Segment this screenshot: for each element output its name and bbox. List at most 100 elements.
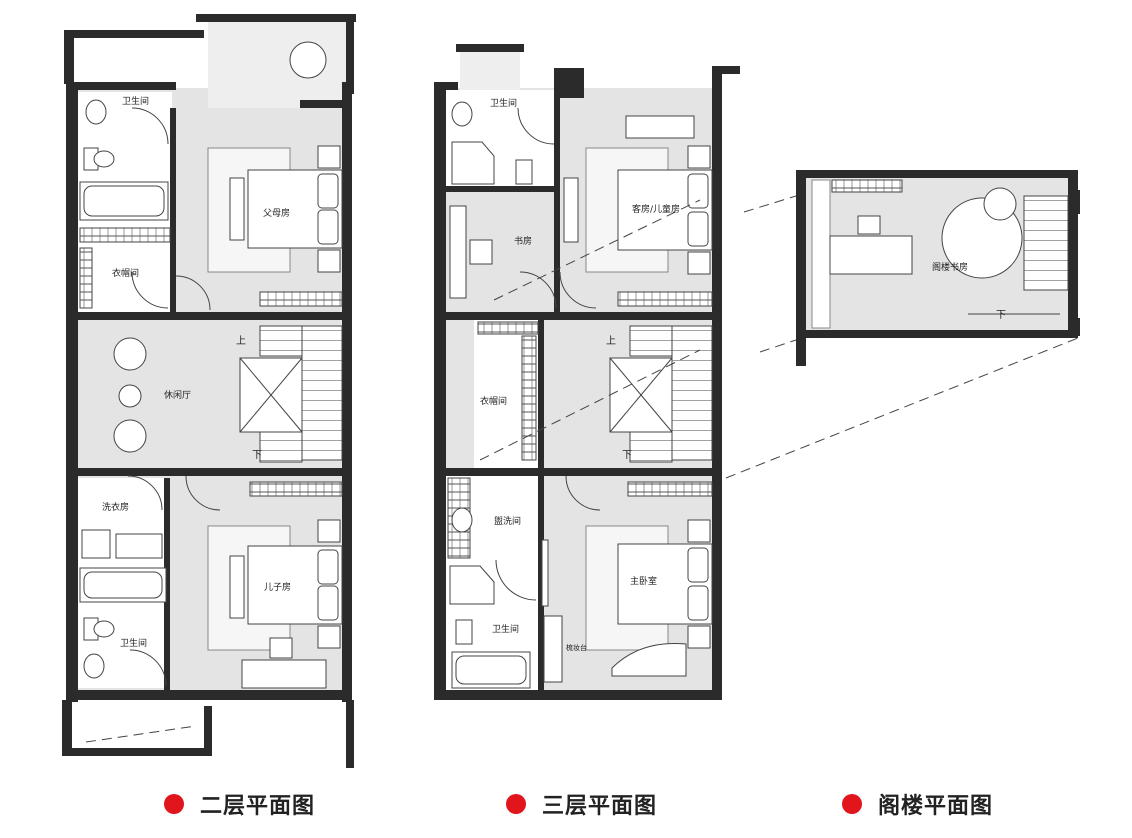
caption-text: 三层平面图 xyxy=(542,794,658,819)
second-floor-plan: 卫生间 父母房 衣帽间 休闲厅 洗衣房 儿子房 卫生间 上 下 xyxy=(62,14,356,768)
room-label-bathroom: 卫生间 xyxy=(490,97,517,109)
pillow xyxy=(687,585,709,621)
caption-text: 阁楼平面图 xyxy=(878,794,994,819)
stair-down-label: 下 xyxy=(622,450,632,461)
wall xyxy=(66,82,78,702)
wall xyxy=(434,82,446,698)
room-label-sons: 儿子房 xyxy=(264,581,291,593)
third-floor-plan: 卫生间 书房 客房/儿童房 衣帽间 盥洗间 主卧室 卫生间 梳妆台 上 下 xyxy=(434,44,740,700)
wall xyxy=(346,700,354,768)
roof-line xyxy=(811,179,831,329)
nightstand xyxy=(317,625,341,649)
basin xyxy=(85,99,107,125)
desk xyxy=(829,235,913,275)
nightstand xyxy=(687,519,711,543)
toilet xyxy=(515,159,533,185)
nightstand xyxy=(317,145,341,169)
wardrobe xyxy=(627,481,713,497)
bench xyxy=(229,177,245,241)
wall xyxy=(446,186,554,192)
balcony-chair xyxy=(289,41,327,79)
wall xyxy=(434,468,722,476)
door-swing xyxy=(185,475,221,511)
nightstand xyxy=(317,249,341,273)
door-swing xyxy=(519,271,557,309)
chair xyxy=(469,239,493,265)
sliding-door xyxy=(541,539,549,607)
door-swing xyxy=(495,559,537,601)
wall xyxy=(164,478,170,693)
nightstand xyxy=(687,251,711,275)
toilet xyxy=(455,619,473,645)
stair-flight xyxy=(259,325,303,357)
stair-up-label: 上 xyxy=(606,335,616,347)
room-label-guest: 客房/儿童房 xyxy=(632,203,680,215)
pillow xyxy=(687,173,709,209)
balcony-top xyxy=(208,20,348,108)
balcony-top xyxy=(460,50,520,90)
room-label-wash: 盥洗间 xyxy=(494,515,521,527)
stair-flight xyxy=(671,325,713,461)
wall xyxy=(170,108,176,313)
room-label-attic-study: 阁楼书房 xyxy=(932,261,968,273)
shower xyxy=(449,565,495,605)
lounge-chair xyxy=(113,419,147,453)
wall xyxy=(196,14,356,22)
coffee-table xyxy=(118,384,142,408)
wall xyxy=(1072,318,1080,336)
stair-flight xyxy=(301,325,343,461)
stair-flight xyxy=(629,325,673,357)
wall xyxy=(712,66,740,74)
door-swing xyxy=(559,271,597,309)
bullet-dot xyxy=(164,794,184,814)
wall xyxy=(796,170,806,366)
caption-text: 二层平面图 xyxy=(200,794,316,819)
pillow xyxy=(687,547,709,583)
wardrobe xyxy=(477,321,539,335)
nightstand xyxy=(687,625,711,649)
vanity-table xyxy=(543,615,563,683)
caption-second-floor: 二层平面图 xyxy=(164,784,315,824)
wall xyxy=(554,68,584,98)
wall xyxy=(554,96,560,314)
attic-plan: 阁楼书房 下 xyxy=(725,170,1080,479)
bathtub xyxy=(83,571,163,599)
desk xyxy=(449,205,467,299)
room-label-bathroom: 卫生间 xyxy=(120,637,147,649)
door-swing xyxy=(127,475,163,511)
wardrobe xyxy=(521,335,537,461)
toilet xyxy=(93,620,115,638)
wall xyxy=(66,690,352,700)
room-label-master: 主卧室 xyxy=(630,575,657,587)
bathtub xyxy=(455,655,527,685)
room-label-lounge: 休闲厅 xyxy=(164,389,191,401)
door-swing xyxy=(517,107,555,145)
chair xyxy=(857,215,881,235)
stair-flight xyxy=(629,431,673,463)
wall xyxy=(434,312,722,320)
room-label-parents: 父母房 xyxy=(263,207,290,219)
room-label-closet: 衣帽间 xyxy=(112,267,139,279)
shower xyxy=(451,141,495,185)
basin xyxy=(451,101,473,127)
chaise xyxy=(625,115,695,139)
wardrobe xyxy=(79,227,171,243)
wall xyxy=(66,312,352,320)
stair-down-label: 下 xyxy=(252,450,262,461)
caption-attic: 阁楼平面图 xyxy=(842,784,993,824)
door-swing xyxy=(131,271,169,309)
wall xyxy=(66,468,352,476)
wardrobe xyxy=(617,291,713,307)
chaise xyxy=(611,643,687,677)
wall xyxy=(342,82,352,702)
nightstand xyxy=(317,519,341,543)
wall xyxy=(62,700,72,755)
wall xyxy=(456,44,524,52)
basin xyxy=(451,507,473,533)
wall xyxy=(538,318,544,468)
room-label-bathroom: 卫生间 xyxy=(122,95,149,107)
floor-plans: 卫生间 父母房 衣帽间 休闲厅 洗衣房 儿子房 卫生间 上 下 xyxy=(62,14,1080,768)
pillow xyxy=(317,173,339,209)
door-swing xyxy=(565,475,601,511)
toilet xyxy=(93,150,115,168)
